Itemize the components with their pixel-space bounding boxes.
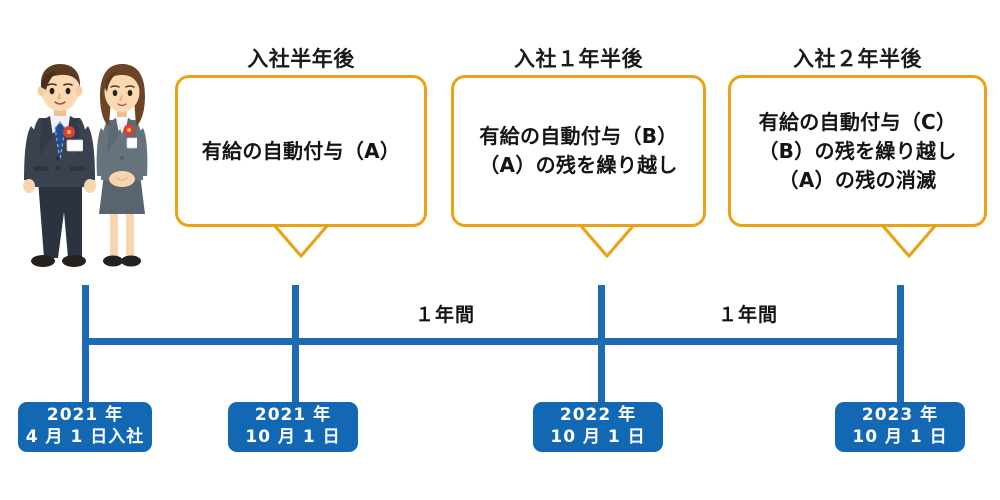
callout-tail-one-and-half-year <box>579 224 635 258</box>
timeline-tick-2021-04-01 <box>82 285 89 405</box>
callout-box-one-and-half-year: 有給の自動付与（B） （A）の残を繰り越し <box>451 75 706 227</box>
milestone-pill-2021-04-01[interactable]: 2021 年 4 月 1 日入社 <box>18 402 152 452</box>
milestone-pill-2023-10-01[interactable]: 2023 年 10 月 1 日 <box>835 402 965 452</box>
callout-heading-half-year: 入社半年後 <box>247 47 355 71</box>
timeline-span-label-2: １年間 <box>717 304 778 326</box>
milestone-pill-2021-10-01[interactable]: 2021 年 10 月 1 日 <box>228 402 358 452</box>
callout-tail-two-and-half-year <box>881 224 937 258</box>
timeline-span-label-1: １年間 <box>414 304 475 326</box>
callout-box-half-year: 有給の自動付与（A） <box>175 75 427 227</box>
timeline-tick-2022-10-01 <box>598 285 605 405</box>
timeline-tick-2021-10-01 <box>292 285 299 405</box>
timeline-tick-2023-10-01 <box>897 285 904 405</box>
callout-body-two-and-half-year: 有給の自動付与（C） （B）の残を繰り越し （A）の残の消滅 <box>758 109 957 192</box>
timeline-axis <box>82 338 904 345</box>
callout-box-two-and-half-year: 有給の自動付与（C） （B）の残を繰り越し （A）の残の消滅 <box>728 75 987 227</box>
callout-heading-two-and-half-year: 入社２年半後 <box>793 47 922 71</box>
callout-body-one-and-half-year: 有給の自動付与（B） （A）の残を繰り越し <box>479 124 678 177</box>
new-employees-illustration <box>12 62 164 287</box>
callout-body-half-year: 有給の自動付与（A） <box>201 138 401 163</box>
callout-heading-one-and-half-year: 入社１年半後 <box>514 47 643 71</box>
milestone-pill-2022-10-01[interactable]: 2022 年 10 月 1 日 <box>533 402 663 452</box>
callout-tail-half-year <box>273 224 329 258</box>
